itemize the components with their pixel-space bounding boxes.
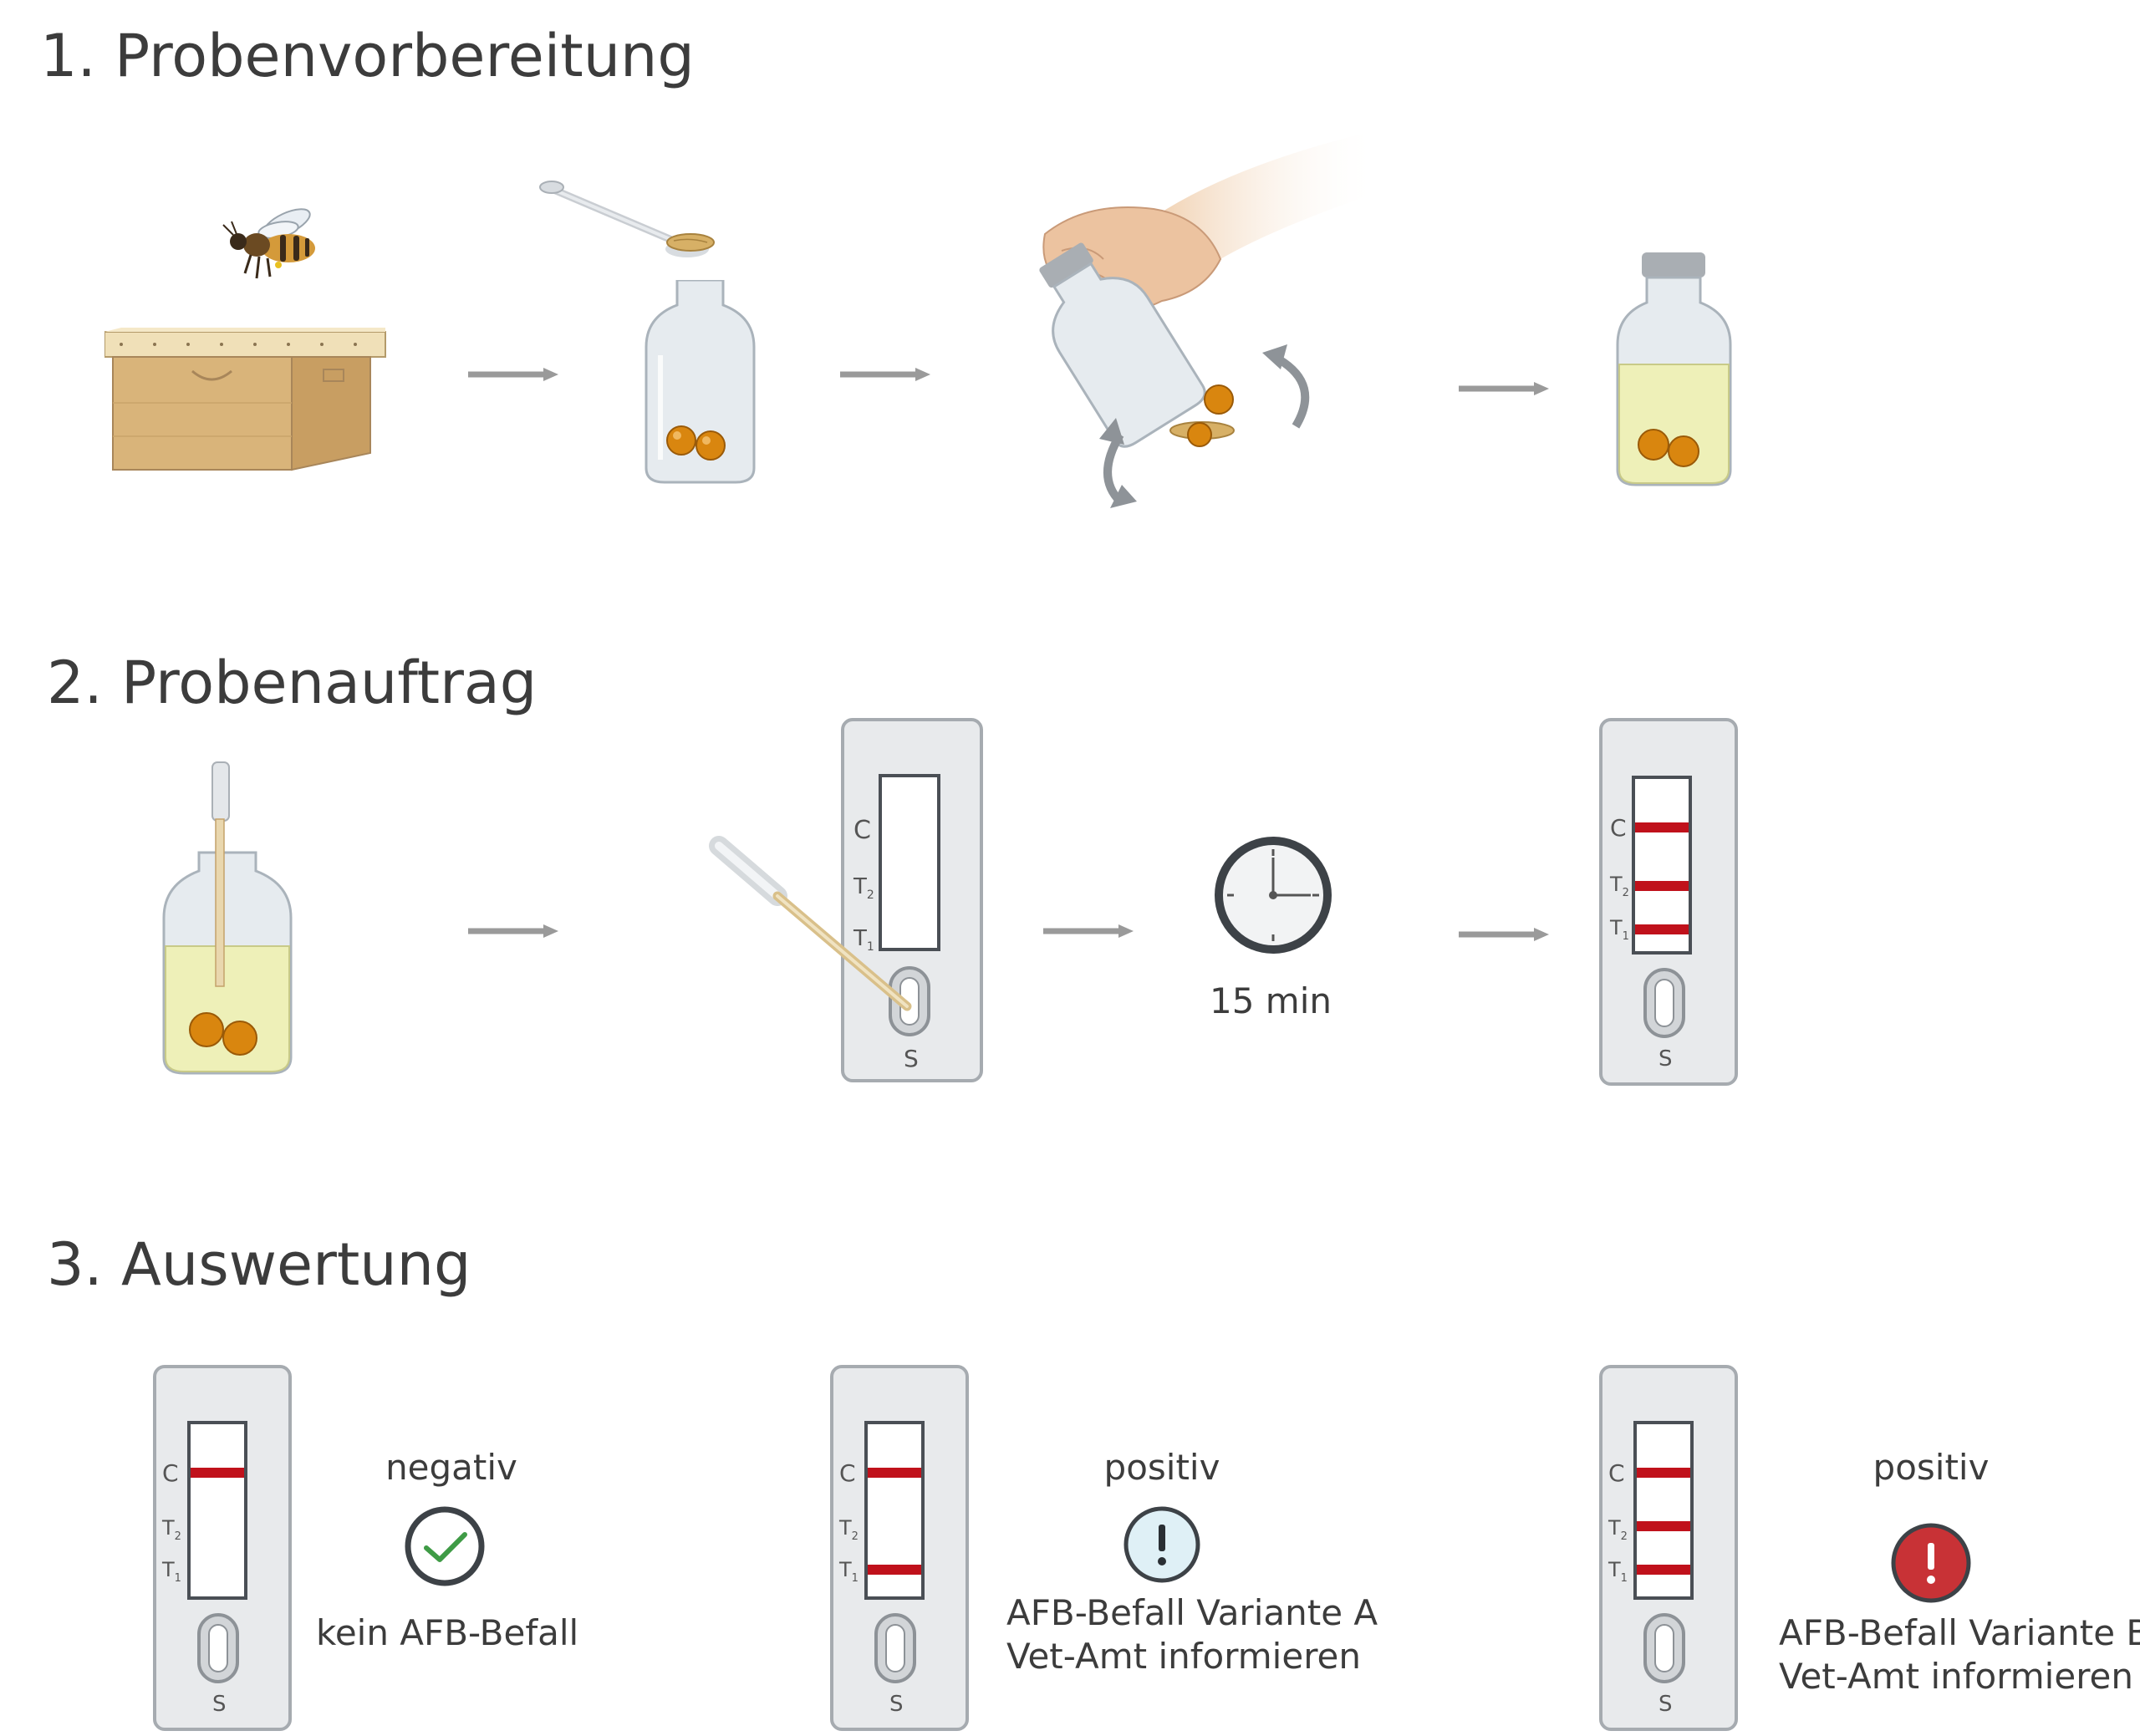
strip-mark-t2: T2 <box>1608 1516 1628 1543</box>
strip-mark-sample: S <box>904 1045 919 1072</box>
check-icon <box>405 1506 485 1586</box>
result-text-positive-b-line2: Vet-Amt informieren <box>1779 1656 2133 1697</box>
bee-icon <box>222 208 315 279</box>
strip-mark-t1: T1 <box>1608 1558 1628 1585</box>
control-line <box>191 1468 244 1478</box>
test-strip-positive-a: C T2 T1 S <box>829 1364 970 1732</box>
vial-icon <box>645 280 756 484</box>
strip-mark-control: C <box>1610 814 1627 842</box>
test-line-t2 <box>1635 881 1689 891</box>
arrow-right-icon <box>468 368 558 381</box>
strip-mark-sample: S <box>212 1692 227 1717</box>
section-heading-evaluation: 3. Auswertung <box>47 1230 471 1299</box>
test-line-t2 <box>1637 1521 1690 1531</box>
spatula-icon <box>539 181 715 257</box>
test-line-t1 <box>868 1565 921 1575</box>
info-exclamation-icon <box>1124 1506 1200 1583</box>
strip-mark-control: C <box>162 1459 179 1487</box>
strip-mark-t1: T1 <box>839 1558 859 1585</box>
section-heading-application: 2. Probenauftrag <box>47 649 538 717</box>
section-heading-preparation: 1. Probenvorbereitung <box>40 22 695 90</box>
strip-mark-sample: S <box>1658 1692 1673 1717</box>
strip-mark-control: C <box>1608 1459 1625 1487</box>
clock-icon <box>1215 837 1332 954</box>
arrow-right-icon <box>1043 924 1134 938</box>
hand-shaking-icon <box>1039 134 1379 508</box>
timer-label: 15 min <box>1210 980 1332 1021</box>
test-strip-negative: C T2 T1 S <box>152 1364 293 1732</box>
warning-exclamation-icon <box>1891 1523 1971 1603</box>
beehive-box-icon <box>104 328 386 471</box>
control-line <box>1637 1468 1690 1478</box>
strip-mark-sample: S <box>889 1692 904 1717</box>
result-text-negative: kein AFB-Befall <box>316 1612 579 1653</box>
pipette-icon <box>709 836 912 1011</box>
arrow-right-icon <box>468 924 558 938</box>
strip-mark-t1: T1 <box>162 1558 181 1585</box>
control-line <box>868 1468 921 1478</box>
result-text-positive-a-line1: AFB-Befall Variante A <box>1006 1592 1378 1633</box>
vial-icon <box>162 761 293 1075</box>
strip-mark-t2: T2 <box>162 1516 181 1543</box>
result-text-positive-b-line1: AFB-Befall Variante B <box>1779 1612 2140 1653</box>
strip-mark-control: C <box>853 816 871 845</box>
test-strip: C T2 T1 S <box>840 717 984 1083</box>
test-line-t1 <box>1635 924 1689 934</box>
vial-icon <box>1616 252 1732 486</box>
strip-mark-sample: S <box>1658 1046 1673 1072</box>
strip-mark-control: C <box>839 1459 856 1487</box>
test-line-t1 <box>1637 1565 1690 1575</box>
arrow-right-icon <box>840 368 930 381</box>
arrow-right-icon <box>1459 928 1549 941</box>
control-line <box>1635 822 1689 832</box>
strip-mark-t2: T2 <box>1610 873 1629 899</box>
result-title-positive-a: positiv <box>1103 1447 1220 1488</box>
arrow-right-icon <box>1459 382 1549 395</box>
test-strip-positive-b: C T2 T1 S <box>1598 1364 1739 1732</box>
strip-mark-t1: T1 <box>853 926 874 955</box>
strip-mark-t1: T1 <box>1610 916 1629 943</box>
strip-mark-t2: T2 <box>853 874 874 903</box>
test-strip: C T2 T1 S <box>1598 717 1739 1087</box>
result-title-negative: negativ <box>385 1447 517 1488</box>
strip-mark-t2: T2 <box>839 1516 859 1543</box>
result-title-positive-b: positiv <box>1872 1447 1990 1488</box>
result-text-positive-a-line2: Vet-Amt informieren <box>1006 1636 1361 1677</box>
